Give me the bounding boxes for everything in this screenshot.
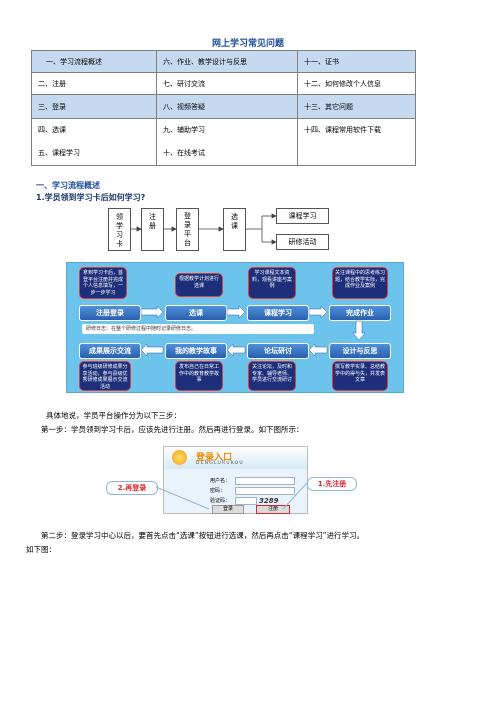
- toc-cell[interactable]: 十四、课程常用软件下载: [297, 118, 416, 166]
- flow-box-label: 登录平台: [184, 212, 191, 247]
- training-log-bar: 研修日志：在整个研修过程中随时记录研修日志。: [82, 324, 314, 334]
- captcha-image: 3289: [259, 497, 279, 505]
- paragraph: 第二步：登录学习中心以后，要首先点击“选课”按钮进行选课，然后再点击“课程学习”…: [41, 531, 365, 540]
- toc-cell[interactable]: 十三、其它问题: [297, 94, 416, 119]
- login-logo-icon: [172, 450, 187, 465]
- table-row: 三、登录 八、视频答疑 十三、其它问题: [31, 94, 416, 119]
- toc-link[interactable]: 十二、如何修改个人信息: [304, 79, 381, 88]
- sub-heading: 1.学员领到学习卡后如何学习?: [36, 193, 146, 202]
- step-homework: 完成作业: [329, 305, 391, 321]
- captcha-label: 验证码：: [210, 498, 231, 504]
- login-widget: 登录入口 DENGLURUKOU 用户名： 密码： 验证码： 3289 登录 注…: [163, 446, 308, 514]
- login-title: 登录入口: [196, 453, 233, 463]
- note-homework: 关注课程中的思考练习题，结合教学实际，完成作业及案例: [332, 267, 388, 299]
- page-title: 网上学习常见问题: [211, 39, 284, 49]
- register-button[interactable]: 注册: [256, 505, 290, 514]
- username-input[interactable]: [235, 477, 295, 485]
- toc-cell[interactable]: 六、作业、教学设计与反思: [156, 50, 298, 73]
- toc-link[interactable]: 二、注册: [38, 79, 66, 88]
- table-row: 四、选课 五、课程学习 九、辅助学习 十、在线考试 十四、课程常用软件下载: [31, 118, 416, 166]
- flow-box-register: 注册: [141, 208, 164, 251]
- flow-box-card: 领学习卡: [108, 208, 131, 251]
- toc-link[interactable]: 九、辅助学习: [163, 126, 205, 134]
- paragraph: 具体地说，学员平台操作分为以下三步：: [46, 411, 181, 420]
- password-input[interactable]: [235, 487, 295, 495]
- password-label: 密码：: [210, 488, 226, 494]
- toc-link[interactable]: 四、选课: [38, 126, 66, 134]
- note-showcase: 参与班级研修成果分享活动，参与县级优秀研修成果展示交流活动: [79, 361, 131, 391]
- callout-register: 1.先注册: [307, 477, 357, 491]
- note-forum: 关注论坛，及时和专家、辅导老师、学员进行交流研讨: [248, 361, 296, 391]
- note-course: 学习课程文本资料，观看讲座与案例: [248, 267, 296, 299]
- toc-link[interactable]: 六、作业、教学设计与反思: [163, 57, 247, 66]
- paragraph: 如下图：: [26, 545, 56, 554]
- toc-link[interactable]: 八、视频答疑: [163, 102, 205, 111]
- toc-link[interactable]: 五、课程学习: [38, 149, 80, 157]
- login-subtitle: DENGLURUKOU: [196, 461, 244, 466]
- flow-arrows: [131, 213, 277, 245]
- toc-link[interactable]: 十一、证书: [304, 57, 339, 66]
- panel-arrows: [140, 305, 366, 357]
- flow-box-course-study: 课程学习: [276, 208, 329, 224]
- flow-box-label: 领学习卡: [116, 213, 123, 248]
- flow-box-label: 选课: [231, 213, 238, 230]
- captcha-input[interactable]: [235, 497, 257, 505]
- toc-cell[interactable]: 八、视频答疑: [156, 94, 298, 119]
- section-heading: 一、学习流程概述: [36, 181, 100, 190]
- login-header: 登录入口 DENGLURUKOU: [164, 447, 307, 469]
- login-button[interactable]: 登录: [212, 505, 244, 514]
- flow-box-login: 登录平台: [176, 208, 199, 251]
- step-story: 我的教学故事: [165, 343, 227, 359]
- note-story: 发布自己在日常工作中的教育教学故事: [175, 361, 223, 391]
- toc-link[interactable]: 一、学习流程概述: [46, 57, 102, 66]
- flow-box-label: 注册: [149, 213, 156, 230]
- flow-box-select: 选课: [223, 208, 246, 251]
- username-label: 用户名：: [210, 478, 231, 484]
- faq-table: 一、学习流程概述 六、作业、教学设计与反思 十一、证书 二、注册 七、研讨交流 …: [31, 50, 416, 166]
- toc-cell[interactable]: 四、选课 五、课程学习: [31, 118, 157, 166]
- toc-link[interactable]: 七、研讨交流: [163, 79, 205, 88]
- toc-link[interactable]: 十三、其它问题: [304, 102, 353, 111]
- toc-cell[interactable]: 一、学习流程概述: [31, 50, 157, 73]
- step-register: 注册登录: [79, 305, 141, 321]
- note-reflection: 撰写教学实录、总结教学中的得与失，并发表文章: [332, 361, 388, 391]
- training-flow-panel: 拿到学习卡后，首登平台注册并完成个人信息填写，一步一步学习 根据教学计划进行选课…: [66, 262, 404, 393]
- step-reflection: 设计与反思: [329, 343, 391, 359]
- toc-link[interactable]: 十、在线考试: [163, 149, 205, 157]
- toc-cell[interactable]: 九、辅助学习 十、在线考试: [156, 118, 298, 166]
- paragraph: 第一步：学员领到学习卡后，应该先进行注册。然后再进行登录。如下图所示：: [41, 425, 304, 434]
- step-select: 选课: [165, 305, 227, 321]
- note-select: 根据教学计划进行选课: [175, 273, 223, 297]
- step-showcase: 成果展示交流: [79, 343, 141, 359]
- step-course: 课程学习: [247, 305, 309, 321]
- note-register: 拿到学习卡后，首登平台注册并完成个人信息填写，一步一步学习: [79, 267, 127, 299]
- toc-link[interactable]: 三、登录: [38, 102, 66, 111]
- table-row: 一、学习流程概述 六、作业、教学设计与反思 十一、证书: [31, 50, 416, 73]
- toc-link[interactable]: 十四、课程常用软件下载: [304, 126, 381, 134]
- toc-cell[interactable]: 三、登录: [31, 94, 157, 119]
- step-forum: 论坛研讨: [247, 343, 309, 359]
